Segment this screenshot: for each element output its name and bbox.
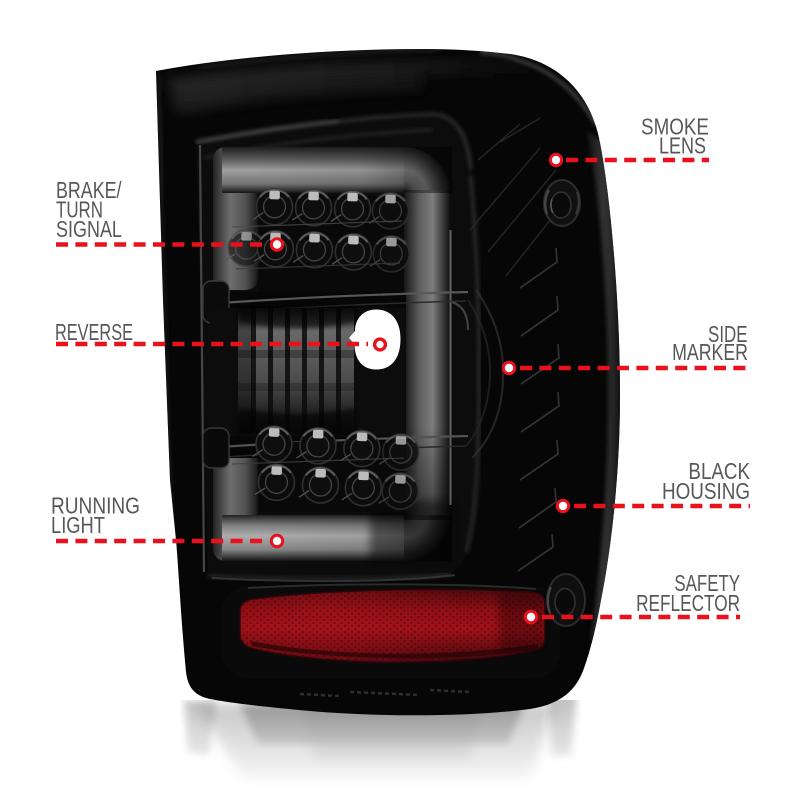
- svg-text:MARKER: MARKER: [672, 340, 748, 366]
- svg-text:BRAKE/: BRAKE/: [56, 178, 122, 204]
- svg-text:HOUSING: HOUSING: [662, 479, 750, 504]
- svg-text:RUNNING: RUNNING: [51, 493, 140, 519]
- svg-text:SAFETY: SAFETY: [674, 572, 740, 597]
- svg-text:BLACK: BLACK: [688, 459, 750, 484]
- svg-text:REFLECTOR: REFLECTOR: [636, 591, 740, 617]
- svg-text:SMOKE: SMOKE: [641, 115, 709, 140]
- svg-text:SIDE: SIDE: [708, 323, 747, 348]
- svg-text:SIGNAL: SIGNAL: [56, 217, 122, 243]
- svg-text:REVERSE: REVERSE: [55, 320, 133, 345]
- svg-text:LENS: LENS: [659, 133, 706, 159]
- svg-text:LIGHT: LIGHT: [51, 513, 105, 539]
- svg-text:TURN: TURN: [56, 198, 103, 223]
